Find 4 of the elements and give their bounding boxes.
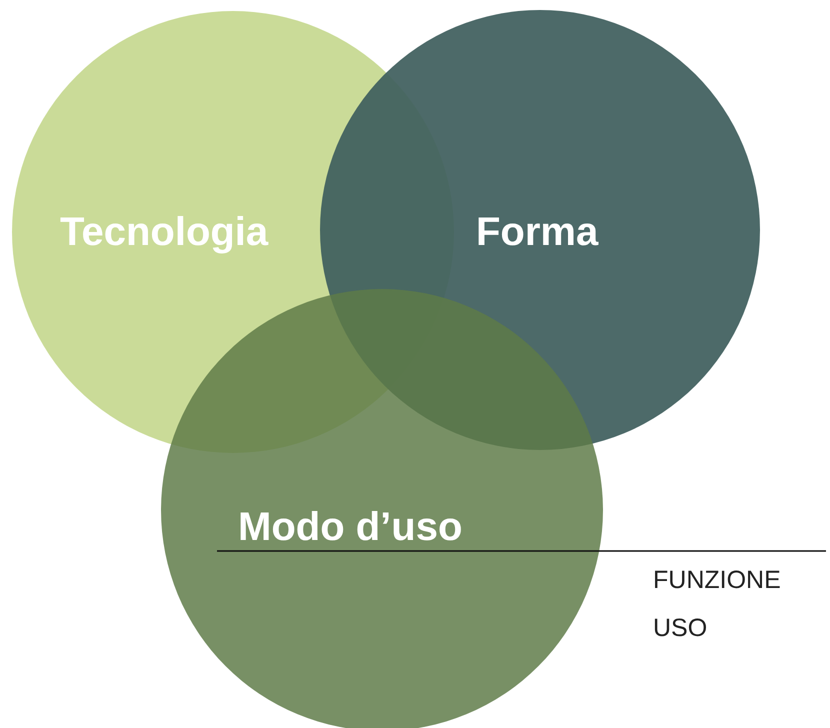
circle-label: Forma	[476, 212, 598, 252]
note-text: FUNZIONE USO	[653, 565, 782, 644]
circle-label: Tecnologia	[60, 212, 268, 252]
circle-label: Modo d’uso	[238, 507, 462, 547]
